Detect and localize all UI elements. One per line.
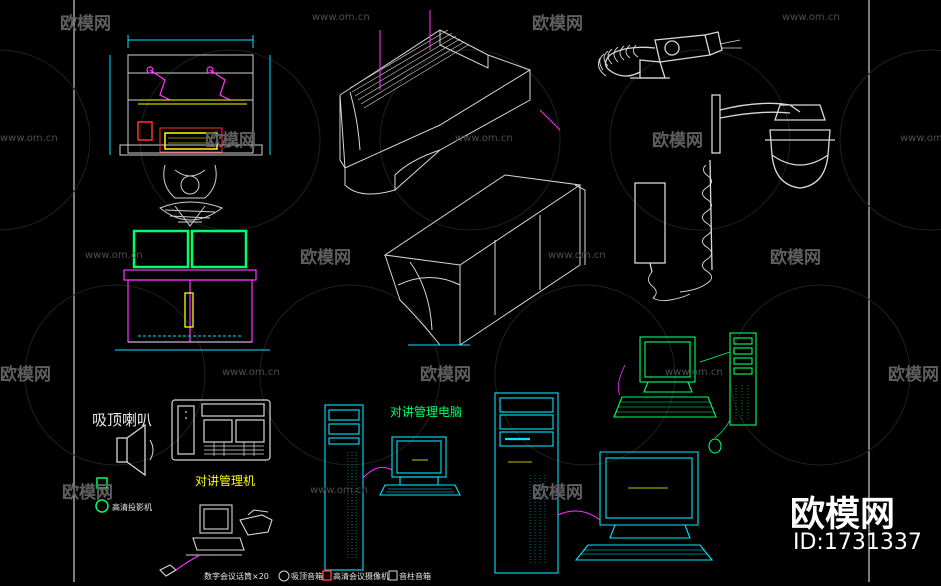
watermark-logo: 欧模网: [300, 248, 351, 268]
brand-id: ID:1731337: [793, 530, 922, 555]
dome-camera: [634, 94, 835, 302]
watermark-url: www.om.cn: [0, 133, 58, 144]
console-monitors-elevation: [115, 229, 270, 351]
watermark-logo: 欧模网: [420, 365, 471, 385]
legend-square-icon: [96, 477, 108, 489]
cable-magenta-3: [617, 364, 626, 396]
legend-ceiling-speaker: 吸顶音箱: [291, 572, 323, 581]
watermark-logo: 欧模网: [60, 14, 111, 34]
operator-chair-plan: [159, 164, 224, 227]
legend-column-icon: [388, 570, 398, 581]
projector-circle-icon: [95, 499, 109, 513]
label-ceiling-speaker: 吸顶喇叭: [92, 411, 153, 429]
legend-ceiling-icon: [278, 570, 290, 582]
watermark-logo: 欧模网: [205, 131, 256, 151]
watermark-url: www.om.cn: [312, 12, 370, 23]
bullet-camera: [598, 31, 742, 79]
watermark-url: www.om.cn: [222, 367, 280, 378]
intercom-machine-drawing: [171, 399, 271, 461]
ceiling-speaker-icon: [116, 423, 154, 477]
watermark-url: www.om.cn: [85, 250, 143, 261]
label-intercom-machine: 对讲管理机: [195, 474, 256, 488]
watermark-url: www.om.cn: [665, 367, 723, 378]
watermark-url: www.om.cn: [310, 485, 368, 496]
legend-column-speaker: 音柱音箱: [399, 572, 431, 581]
watermark-logo: 欧模网: [62, 483, 113, 503]
brand-logo: 欧模网: [790, 495, 896, 535]
watermark-logo: 欧模网: [888, 365, 939, 385]
intercom-computer-drawing: [324, 404, 461, 571]
watermark-logo: 欧模网: [532, 483, 583, 503]
legend-hd-camera: 高清会议摄像机: [333, 572, 389, 581]
watermark-url: www.om.cn: [782, 12, 840, 23]
watermark-logo: 欧模网: [0, 365, 51, 385]
desktop-pc-green: [613, 332, 757, 454]
watermark-url: www.om.cn: [548, 250, 606, 261]
legend-camera-icon: [322, 570, 332, 581]
small-pc-printer: [159, 504, 273, 577]
isometric-console-bottom: [383, 174, 586, 346]
tower-computer-drawing: [494, 392, 714, 574]
label-intercom-computer: 对讲管理电脑: [390, 405, 463, 419]
watermark-logo: 欧模网: [532, 14, 583, 34]
watermark-url: www.om.cn: [455, 133, 513, 144]
cable-magenta-1: [362, 466, 393, 479]
console-elevation: [109, 35, 271, 156]
legend-digital-mic: 数字会议话筒×20: [204, 572, 269, 581]
watermark-url: www.om.cn: [900, 133, 941, 144]
watermark-logo: 欧模网: [652, 131, 703, 151]
label-hd-projector: 高清投影机: [112, 503, 152, 512]
watermark-logo: 欧模网: [770, 248, 821, 268]
cable-magenta-2: [557, 510, 601, 521]
isometric-console-top: [339, 10, 561, 195]
